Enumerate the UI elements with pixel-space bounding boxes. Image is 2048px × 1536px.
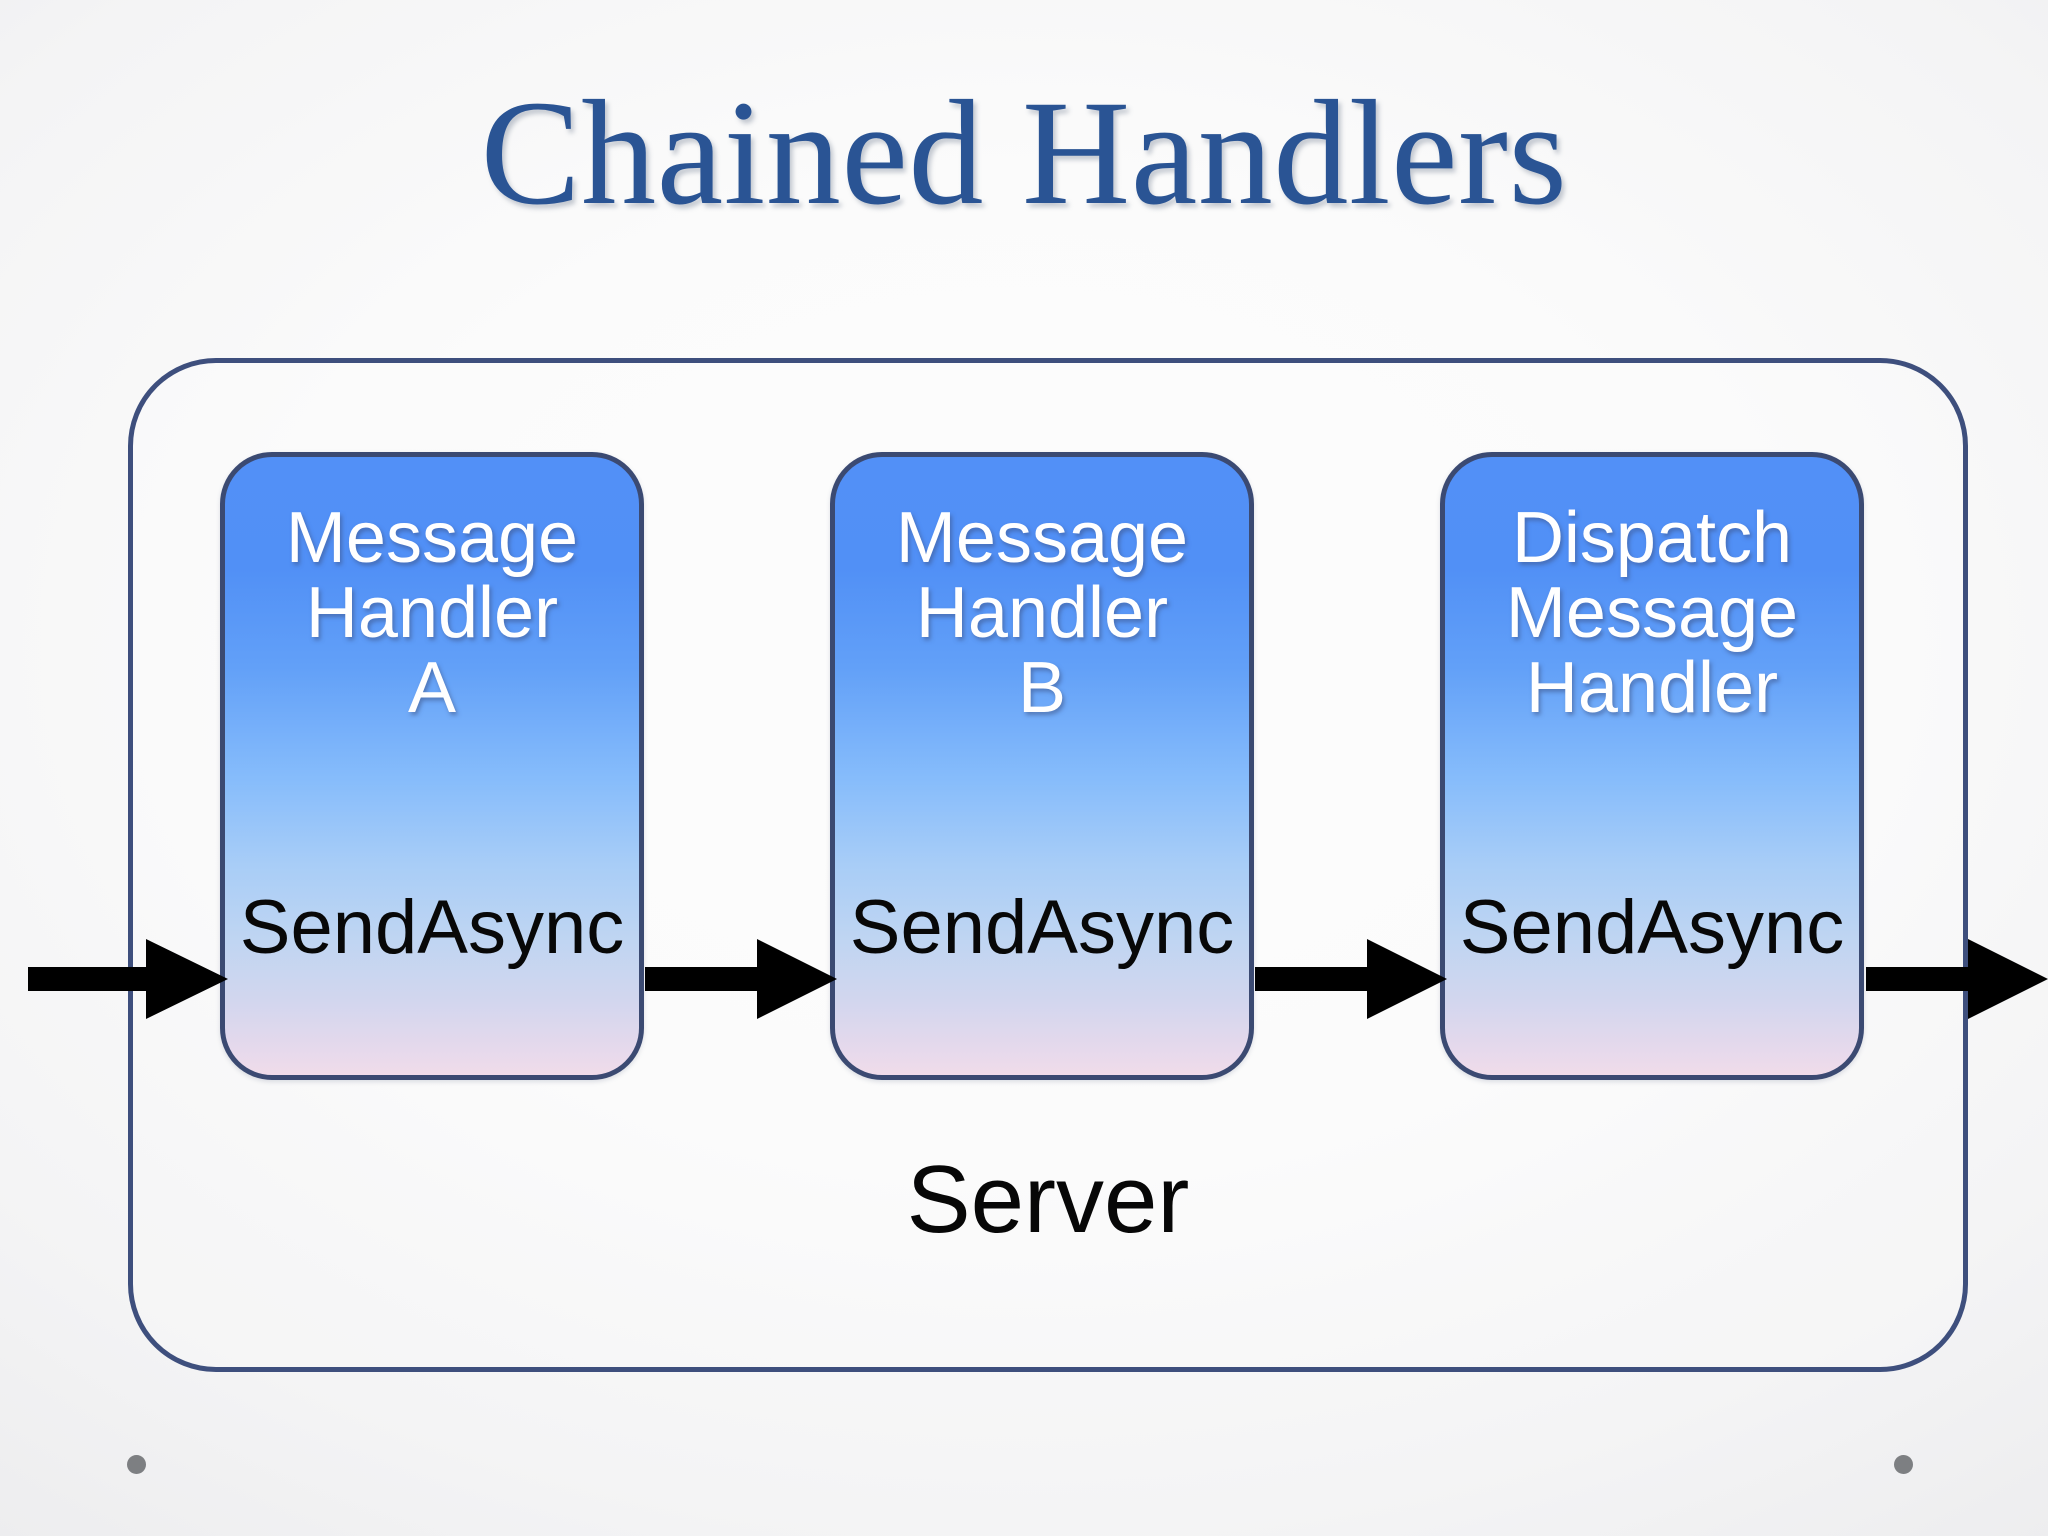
- arrow-outbound-icon: [1866, 935, 2048, 1023]
- handler-box-message-handler-b[interactable]: Message Handler B SendAsync: [830, 452, 1254, 1080]
- handler-box-dispatch-message-handler[interactable]: Dispatch Message Handler SendAsync: [1440, 452, 1864, 1080]
- handler-title: Dispatch Message Handler: [1505, 498, 1799, 728]
- handler-method-label: SendAsync: [849, 885, 1235, 970]
- page-dot[interactable]: [1894, 1455, 1913, 1474]
- arrow-a-to-b-icon: [645, 935, 837, 1023]
- handler-method-label: SendAsync: [239, 885, 625, 970]
- handler-title: Message Handler B: [895, 498, 1189, 728]
- arrow-b-to-dispatch-icon: [1255, 935, 1447, 1023]
- handler-box-message-handler-a[interactable]: Message Handler A SendAsync: [220, 452, 644, 1080]
- handler-method-label: SendAsync: [1459, 885, 1845, 970]
- server-label: Server: [906, 1146, 1190, 1253]
- page-dot[interactable]: [127, 1455, 146, 1474]
- page-title: Chained Handlers: [480, 70, 1568, 236]
- handler-title: Message Handler A: [285, 498, 579, 728]
- arrow-inbound-icon: [28, 935, 228, 1023]
